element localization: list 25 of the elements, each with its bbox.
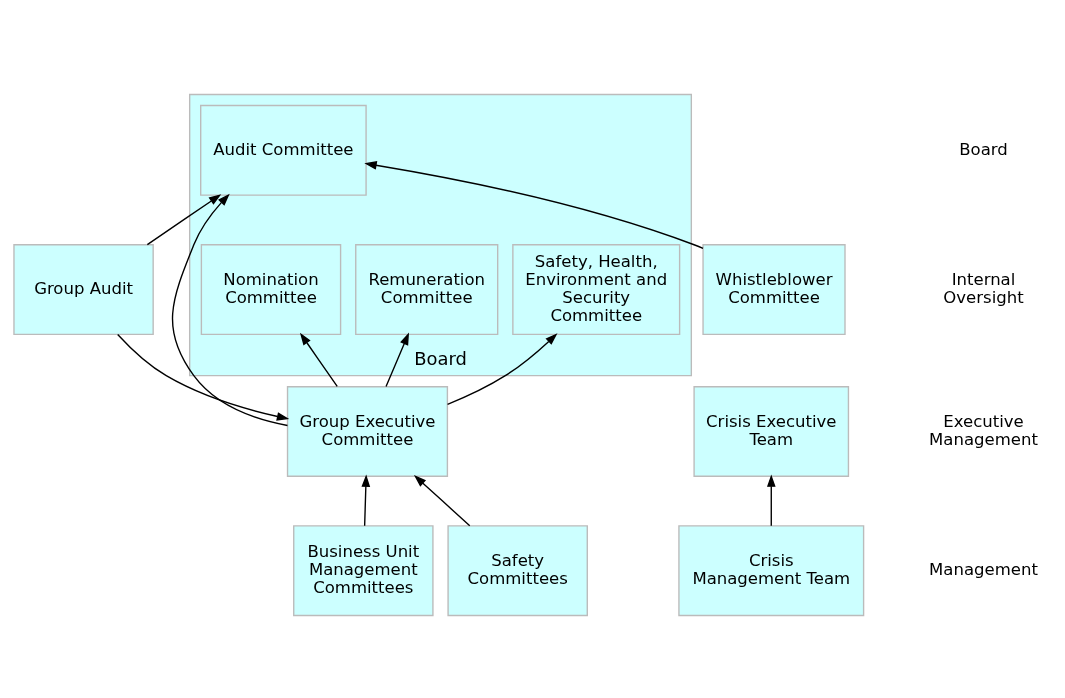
node-box: Business Unit Management Committees [293, 524, 434, 616]
arrow [364, 160, 704, 249]
arrow [299, 332, 338, 387]
arrow [171, 193, 289, 426]
label: Board [959, 139, 1008, 159]
arrow [385, 332, 409, 387]
arrow [146, 193, 222, 245]
node-box: Nomination Committee [200, 243, 342, 335]
label: Internal Oversight [943, 269, 1024, 307]
label: Management [929, 559, 1038, 579]
arrow [413, 474, 471, 526]
node-box: Safety, Health, Environment and Security Committee [512, 243, 681, 335]
node-box: Group Audit [13, 243, 154, 335]
label: Executive Management [929, 411, 1038, 449]
arrow [766, 473, 776, 526]
node-box: Crisis Executive Team [693, 385, 850, 477]
node-box: Safety Committees [447, 524, 588, 616]
arrow [446, 332, 558, 405]
node-box: Group Executive Committee [286, 385, 449, 477]
node-box: Whistleblower Committee [702, 243, 846, 335]
node-box: Audit Committee [200, 104, 367, 196]
node-box: Crisis Management Team [678, 524, 865, 616]
arrow [361, 473, 371, 526]
arrow [117, 333, 290, 421]
node-box: Remuneration Committee [355, 243, 499, 335]
